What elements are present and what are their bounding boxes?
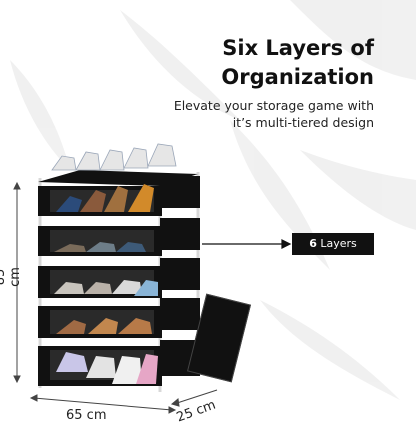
headline-line-1: Six Layers of — [222, 36, 374, 60]
headline-line-2: Organization — [221, 65, 374, 89]
height-dimension: 85 cm — [0, 267, 23, 287]
subheading-line-1: Elevate your storage game with — [173, 98, 374, 113]
layers-badge: 6 Layers — [292, 233, 374, 255]
subheading: Elevate your storage game with it’s mult… — [114, 97, 374, 131]
subheading-line-2: it’s multi-tiered design — [232, 115, 374, 130]
layers-count: 6 — [309, 237, 317, 250]
layers-label: Layers — [316, 237, 357, 250]
width-dimension: 65 cm — [66, 408, 107, 423]
headline: Six Layers of Organization — [114, 34, 374, 92]
